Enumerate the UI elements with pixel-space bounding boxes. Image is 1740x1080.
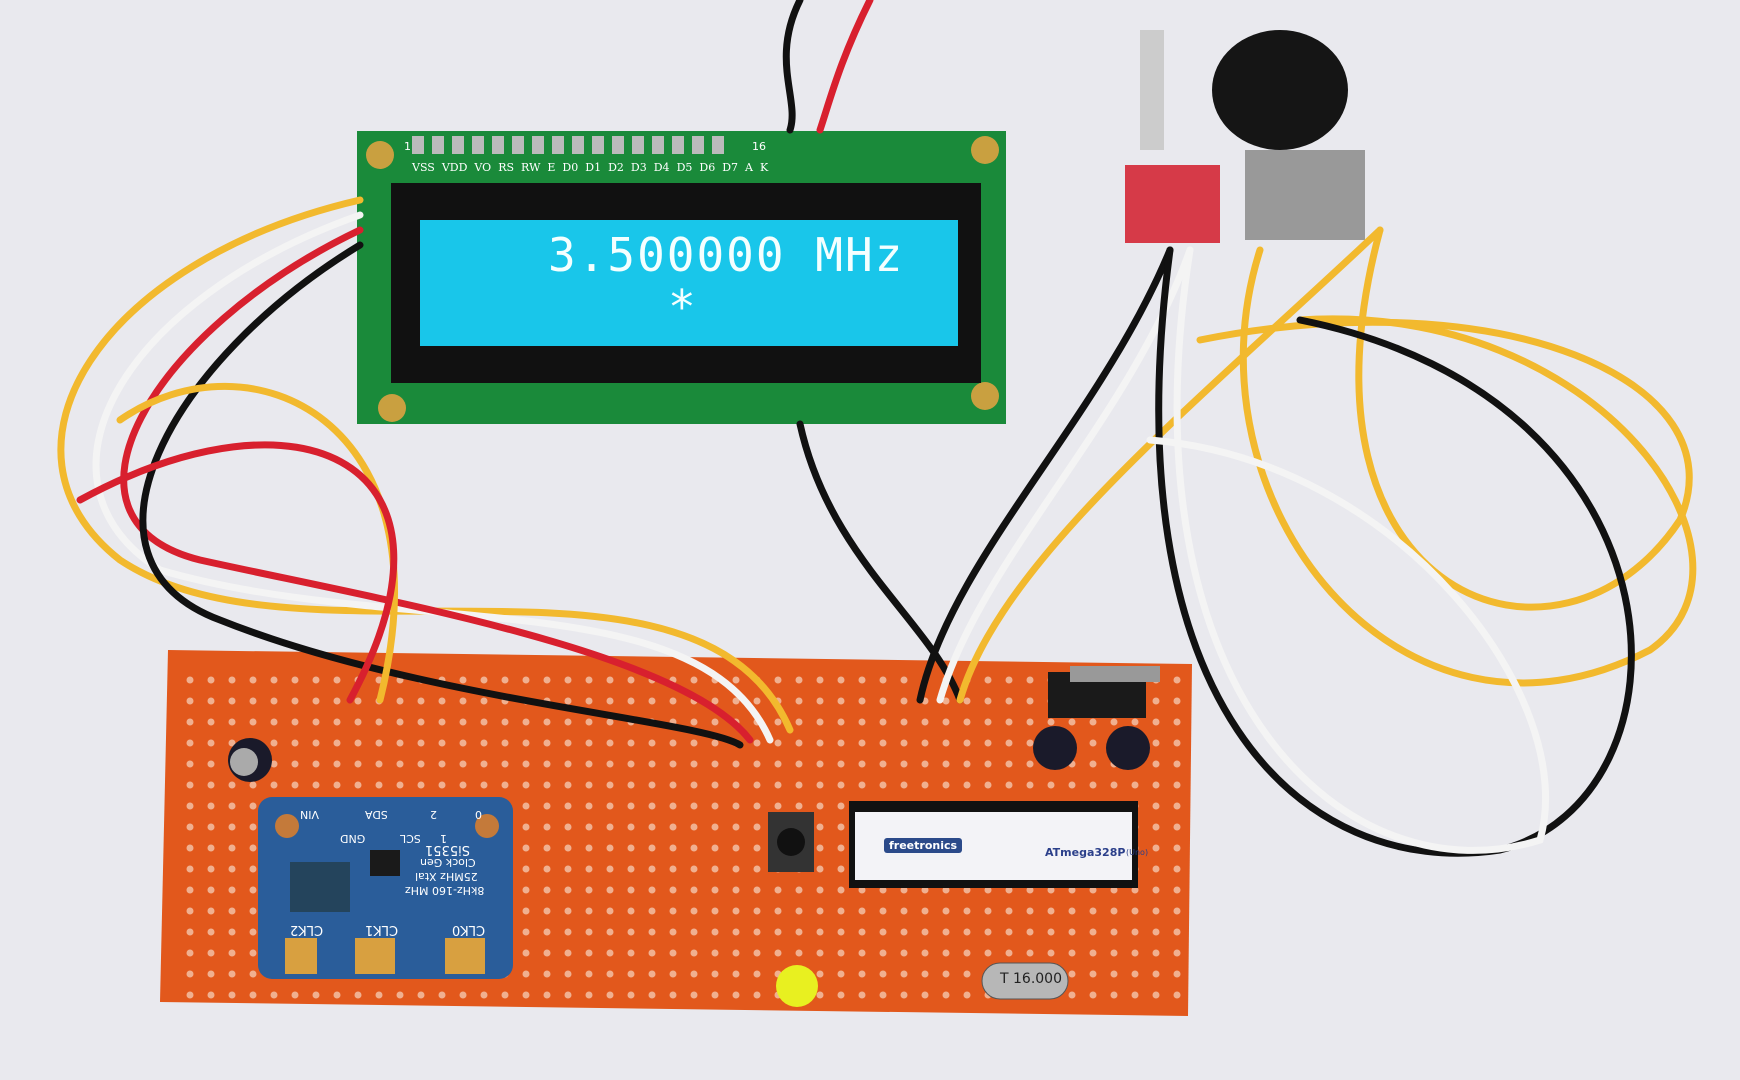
lcd-line-1: 3.500000 MHz [548, 228, 905, 282]
lcd-pin-label: VSS [412, 161, 435, 174]
clock-board [258, 797, 513, 979]
lcd-pin-label: A [745, 161, 753, 174]
lcd-header-pin [492, 136, 504, 154]
clock-board-pin-label: 2 [430, 808, 437, 821]
clock-board-xtal: 25MHz Xtal [415, 870, 478, 883]
clock-output-label: CLK0 [452, 922, 486, 937]
lcd-header-pin [632, 136, 644, 154]
mcu-brand: freetronics [884, 838, 963, 853]
lcd-pin-label: D2 [608, 161, 624, 174]
potentiometer [1245, 150, 1365, 240]
lcd-pin-label: RS [498, 161, 515, 174]
clock-board-pin-label: VIN [300, 808, 319, 821]
toggle-switch [1125, 165, 1220, 243]
lcd-header-pin [432, 136, 444, 154]
clock-board-pin-label: 1 [440, 832, 447, 845]
lcd-header-pin [592, 136, 604, 154]
lcd-header-pin [552, 136, 564, 154]
lcd-pin-start: 1 [404, 140, 411, 153]
lcd-header-pin [572, 136, 584, 154]
clock-board-pin-label: SDA [365, 808, 388, 821]
crystal-label: T 16.000 [1000, 971, 1062, 987]
clock-board-range: 8kHz-160 MHz [405, 884, 485, 897]
clock-output-label: CLK2 [290, 922, 324, 937]
crystal [981, 962, 1069, 1000]
lcd-pin-label: D5 [676, 161, 693, 174]
lcd-pin-label: K [760, 161, 769, 174]
lcd-pin-label: D0 [562, 161, 579, 174]
clock-board-pin-label: 0 [475, 808, 482, 821]
led [776, 965, 818, 1007]
lcd-pin-label: E [547, 161, 556, 174]
lcd-pin-label: D3 [630, 161, 647, 174]
lcd-header-pin [692, 136, 704, 154]
lcd-pin-label: D6 [699, 161, 716, 174]
clock-output-label: CLK1 [365, 922, 399, 937]
perfboard-holes [186, 676, 1181, 999]
clock-board-title: Si5351 [425, 842, 470, 857]
mcu-variant: (Uno) [1126, 848, 1149, 857]
lcd-header-pin [452, 136, 464, 154]
lcd-header-pin [712, 136, 724, 154]
lcd-header-pin [612, 136, 624, 154]
lcd-pin-label: VDD [441, 161, 468, 174]
lcd-line-2: * [668, 280, 698, 334]
lcd-pin-label: VO [474, 161, 492, 174]
lcd-screen [420, 220, 958, 346]
lcd-header-pin [412, 136, 424, 154]
clock-board-pin-label: GND [340, 832, 366, 845]
lcd-pin-label: D4 [653, 161, 670, 174]
lcd-header-pin [532, 136, 544, 154]
knob [1212, 30, 1348, 150]
lcd-pin-label: RW [521, 161, 541, 174]
lcd-header-pin [672, 136, 684, 154]
lcd-pin-label: D1 [585, 161, 602, 174]
mcu-chip: ATmega328P [1045, 846, 1126, 859]
lcd-header-pin [472, 136, 484, 154]
lcd-header-pin [512, 136, 524, 154]
lcd-pin-end: 16 [752, 140, 766, 153]
lcd-pin-label: D7 [722, 161, 739, 174]
lcd-header-pin [652, 136, 664, 154]
clock-board-subtitle: Clock Gen [420, 856, 476, 869]
clock-board-pin-label: SCL [400, 832, 421, 845]
